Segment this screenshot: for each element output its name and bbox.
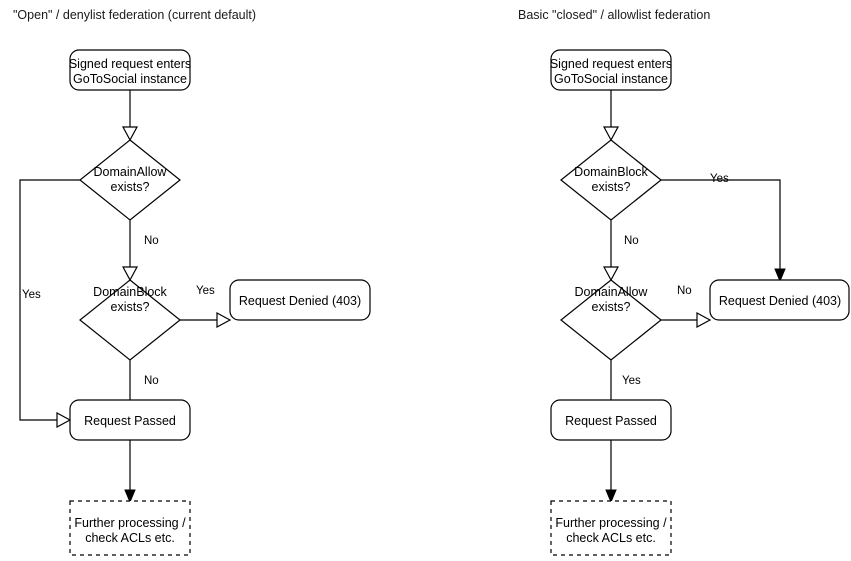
node-decision2-line1: DomainAllow	[575, 285, 649, 299]
node-decision1-line1: DomainBlock	[574, 165, 648, 179]
node-decision2-line1: DomainBlock	[93, 285, 167, 299]
node-request-passed-denylist: Request Passed	[69, 399, 191, 441]
edge-label-domainblock-yes: Yes	[710, 173, 729, 185]
edge-label-domainallow-yes: Yes	[22, 289, 41, 301]
edge-label-domainblock-no: No	[624, 235, 639, 247]
arrowhead-open-icon	[121, 266, 139, 282]
arrowhead-filled-icon	[774, 268, 786, 283]
node-entry-line1: Signed request enters	[69, 57, 191, 71]
arrowhead-open-icon	[602, 126, 620, 142]
arrowhead-open-icon	[216, 311, 232, 329]
node-further-processing-allowlist: Further processing / check ACLs etc.	[550, 500, 672, 556]
edge-label-domainallow-yes: Yes	[622, 375, 641, 387]
node-further-shape	[69, 500, 191, 556]
panel-title-allowlist: Basic "closed" / allowlist federation	[518, 8, 710, 22]
node-further-line1: Further processing /	[74, 516, 186, 530]
node-decision1-line1: DomainAllow	[94, 165, 168, 179]
node-decision-domainblock-allowlist: DomainBlock exists?	[560, 139, 662, 221]
node-further-line2: check ACLs etc.	[566, 531, 656, 545]
arrowhead-open-icon	[56, 411, 72, 429]
arrowhead-open-icon	[696, 311, 712, 329]
node-decision2-line2: exists?	[111, 300, 150, 314]
node-passed-label: Request Passed	[565, 414, 657, 428]
node-further-shape	[550, 500, 672, 556]
node-decision-domainallow-denylist: DomainAllow exists?	[79, 139, 181, 221]
node-decision-domainblock-denylist: DomainBlock exists?	[79, 279, 181, 361]
node-request-denied-denylist: Request Denied (403)	[229, 279, 371, 321]
node-entry-denylist: Signed request enters GoToSocial instanc…	[69, 49, 191, 91]
edge-label-domainallow-no: No	[677, 285, 692, 297]
node-denied-label: Request Denied (403)	[719, 294, 841, 308]
node-entry-line2: GoToSocial instance	[73, 72, 187, 86]
node-decision-domainallow-allowlist: DomainAllow exists?	[560, 279, 662, 361]
node-request-denied-allowlist: Request Denied (403)	[709, 279, 850, 321]
arrowhead-filled-icon	[124, 489, 136, 504]
edge-domainallow-yes-to-passed	[19, 179, 80, 421]
node-entry-line2: GoToSocial instance	[554, 72, 668, 86]
arrowhead-filled-icon	[605, 489, 617, 504]
edge-domainblock-yes-to-denied	[661, 179, 781, 272]
node-decision2-line2: exists?	[592, 300, 631, 314]
node-denied-shape	[709, 279, 850, 321]
edge-label-domainblock-no: No	[144, 375, 159, 387]
node-passed-label: Request Passed	[84, 414, 176, 428]
node-further-line1: Further processing /	[555, 516, 667, 530]
arrowhead-open-icon	[602, 266, 620, 282]
panel-denylist: "Open" / denylist federation (current de…	[13, 8, 371, 556]
node-entry-line1: Signed request enters	[550, 57, 672, 71]
node-request-passed-allowlist: Request Passed	[550, 399, 672, 441]
node-entry-allowlist: Signed request enters GoToSocial instanc…	[550, 49, 672, 91]
node-further-line2: check ACLs etc.	[85, 531, 175, 545]
edge-label-domainblock-yes: Yes	[196, 285, 215, 297]
edge-label-domainallow-no: No	[144, 235, 159, 247]
arrowhead-open-icon	[121, 126, 139, 142]
panel-title-denylist: "Open" / denylist federation (current de…	[13, 8, 256, 22]
node-denied-label: Request Denied (403)	[239, 294, 361, 308]
node-further-processing-denylist: Further processing / check ACLs etc.	[69, 500, 191, 556]
node-denied-shape	[229, 279, 371, 321]
node-decision1-line2: exists?	[111, 180, 150, 194]
node-decision1-line2: exists?	[592, 180, 631, 194]
panel-allowlist: Basic "closed" / allowlist federation Si…	[518, 8, 850, 556]
